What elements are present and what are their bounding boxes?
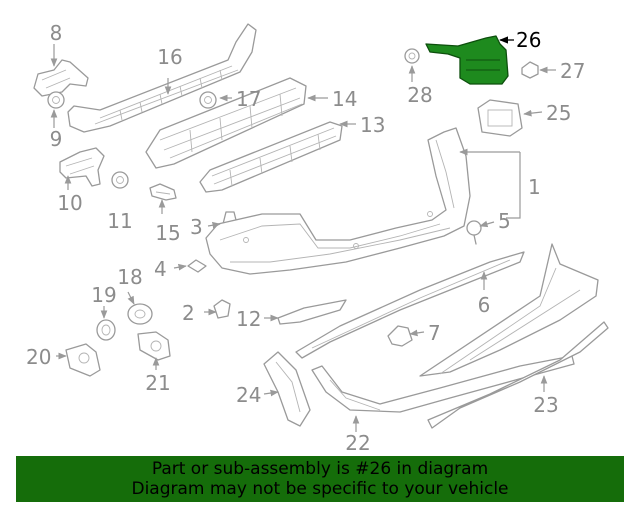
part-9-clip [47, 91, 65, 109]
leader-lines [50, 36, 556, 432]
part-21-holder [137, 331, 171, 361]
part-28-clip [404, 48, 420, 64]
part-6-lower-trim [295, 251, 525, 359]
callout-28: 28 [407, 83, 432, 107]
callout-12: 12 [236, 307, 261, 331]
part-25-bracket [477, 99, 523, 137]
banner-line-2: Diagram may not be specific to your vehi… [131, 479, 509, 499]
callout-3: 3 [190, 215, 203, 239]
part-24-side-trim [263, 351, 311, 427]
part-11-clip [111, 171, 129, 189]
callout-10: 10 [57, 191, 82, 215]
part-14-absorber [145, 77, 307, 169]
callout-16: 16 [157, 45, 182, 69]
info-banner: Part or sub-assembly is #26 in diagram D… [16, 456, 624, 502]
callout-7: 7 [428, 321, 441, 345]
part-7-bracket [387, 325, 413, 347]
callout-25: 25 [546, 101, 571, 125]
callout-5: 5 [498, 209, 511, 233]
part-8-bracket [33, 59, 89, 97]
part-17-clip [199, 91, 217, 109]
callout-20: 20 [26, 345, 51, 369]
callout-14: 14 [332, 87, 357, 111]
part-13-reinforcement [199, 121, 343, 193]
part-23-undertray [419, 243, 609, 429]
callout-2: 2 [182, 301, 195, 325]
part-1-bumper-cover [205, 127, 471, 275]
part-26-highlighted-bracket [425, 35, 509, 85]
part-19-ring [96, 319, 116, 341]
parts-diagram: 8 16 9 17 14 13 10 11 15 3 1 5 4 6 7 18 … [26, 21, 609, 455]
callout-1: 1 [528, 175, 541, 199]
part-2-bolt [213, 299, 231, 319]
part-15-bolt [149, 183, 177, 201]
callout-18: 18 [117, 265, 142, 289]
part-18-sensor [127, 303, 153, 325]
part-4-clip [187, 259, 207, 273]
part-22-diffuser [311, 355, 575, 413]
callout-24: 24 [236, 383, 261, 407]
callout-17: 17 [236, 87, 261, 111]
callout-8: 8 [50, 21, 63, 45]
callout-27: 27 [560, 59, 585, 83]
part-5-sensor [466, 220, 482, 245]
part-16-impact-bar [67, 23, 257, 133]
callout-22: 22 [345, 431, 370, 455]
callout-15: 15 [155, 221, 180, 245]
banner-line-1: Part or sub-assembly is #26 in diagram [151, 459, 489, 479]
part-12-trim [277, 299, 347, 325]
callout-19: 19 [91, 283, 116, 307]
callout-9: 9 [50, 127, 63, 151]
callout-6: 6 [478, 293, 491, 317]
callout-13: 13 [360, 113, 385, 137]
callout-11: 11 [107, 209, 132, 233]
callout-26-highlighted: 26 [516, 28, 541, 52]
callout-23: 23 [533, 393, 558, 417]
part-27-bolt [521, 61, 539, 79]
callout-21: 21 [145, 371, 170, 395]
part-20-holder [65, 343, 101, 377]
callout-4: 4 [154, 257, 167, 281]
part-10-bracket [59, 147, 105, 187]
